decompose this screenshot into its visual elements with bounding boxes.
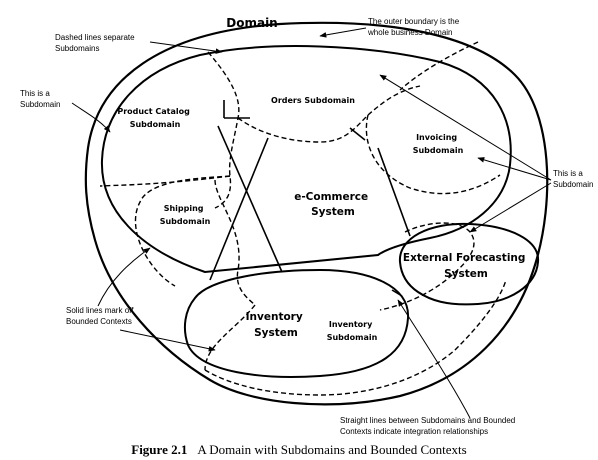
straight-lines-note: Straight lines between Subdomains and Bo… xyxy=(340,416,517,436)
annotation-arrows xyxy=(71,27,552,419)
inventory-subdomain-label: Inventory Subdomain xyxy=(327,320,378,342)
forecasting-context-boundary xyxy=(398,222,540,306)
domain-label: Domain xyxy=(226,16,277,30)
solid-lines-note: Solid lines mark off Bounded Contexts xyxy=(66,306,136,326)
figure-caption: Figure 2.1 A Domain with Subdomains and … xyxy=(131,441,466,458)
ecommerce-context-label: e-Commerce System xyxy=(294,191,372,218)
orders-subdomain-label: Orders Subdomain xyxy=(271,96,355,105)
outer-boundary-note: The outer boundary is the whole business… xyxy=(367,17,461,37)
subdomain-note-right: This is a Subdomain xyxy=(553,169,593,189)
forecasting-context-label: External Forecasting System xyxy=(403,252,529,280)
integration-lines xyxy=(209,100,411,297)
domain-outer-boundary xyxy=(84,21,549,406)
product-catalog-subdomain-label: Product Catalog Subdomain xyxy=(117,107,192,129)
inventory-context-label: Inventory System xyxy=(246,311,307,339)
dashed-lines-note: Dashed lines separate Subdomains xyxy=(55,33,137,53)
subdomain-dashed-lines xyxy=(99,41,507,396)
invoicing-subdomain-label: Invoicing Subdomain xyxy=(413,133,464,155)
inventory-context-boundary xyxy=(183,268,410,378)
subdomain-note-left: This is a Subdomain xyxy=(20,89,60,109)
ecommerce-context-boundary xyxy=(100,45,512,274)
shipping-subdomain-label: Shipping Subdomain xyxy=(160,204,211,226)
